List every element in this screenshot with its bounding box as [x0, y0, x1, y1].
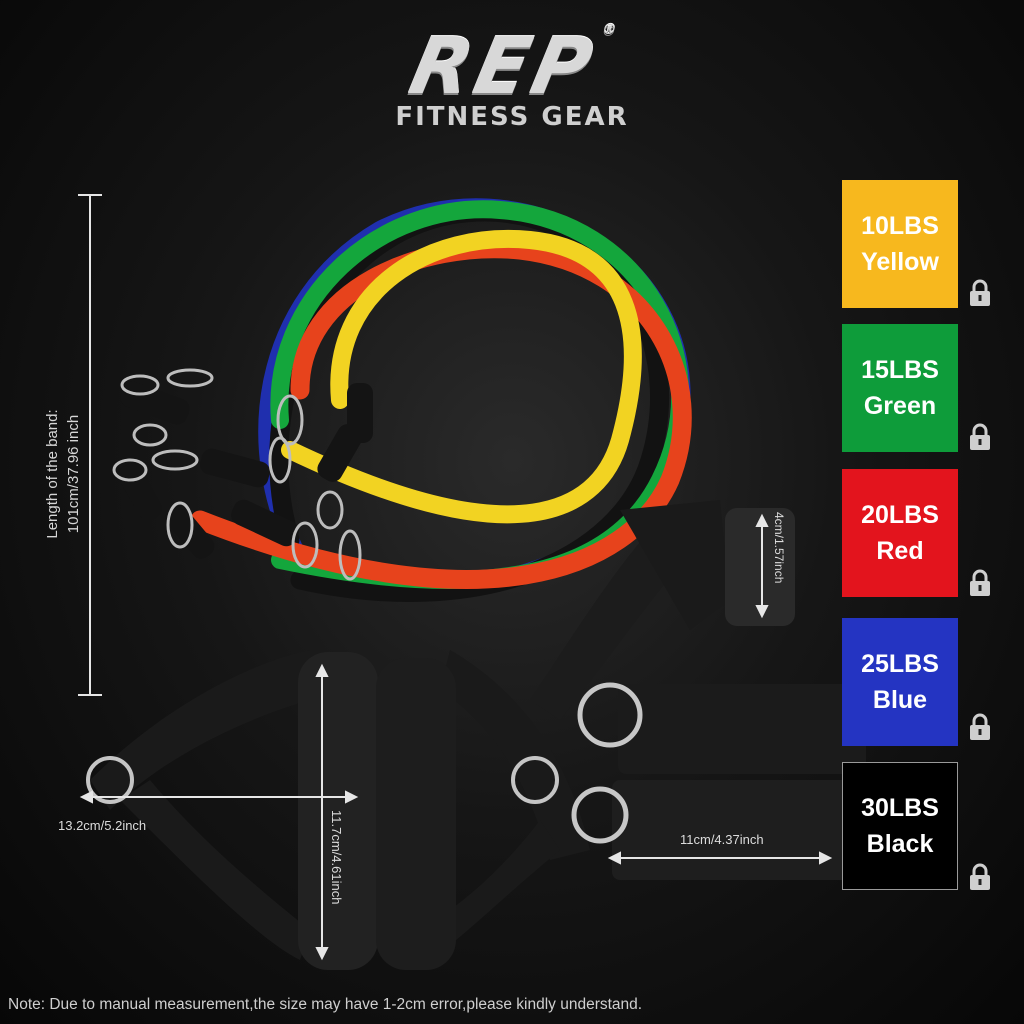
band-weight: 20LBS: [861, 501, 939, 529]
band-weight: 25LBS: [861, 650, 939, 678]
band-weight: 15LBS: [861, 356, 939, 384]
brand-tagline: FITNESS GEAR: [395, 102, 629, 132]
band-swatch-yellow: 10LBS Yellow: [842, 180, 958, 308]
measurement-note: Note: Due to manual measurement,the size…: [8, 996, 643, 1013]
band-length-value: 101cm/37.96 inch: [65, 414, 82, 534]
handle-width-label: 13.2cm/5.2inch: [58, 818, 147, 833]
measurement-lines: [78, 194, 833, 961]
handle-length-label: 11.7cm/4.61inch: [329, 810, 344, 905]
band-color-name: Yellow: [861, 248, 939, 276]
band-color-name: Black: [866, 830, 934, 858]
lock-icon: [970, 423, 990, 450]
brand-logo-text: REP: [402, 22, 604, 112]
band-swatch-black: 30LBS Black: [842, 762, 958, 890]
band-swatch-green: 15LBS Green: [842, 324, 958, 452]
yellow-band: [281, 230, 642, 524]
anchor-width-label: 4cm/1.57inch: [772, 512, 786, 584]
foam-handles: [86, 650, 590, 970]
lock-icon: [970, 863, 990, 890]
lock-icon: [970, 569, 990, 596]
registered-mark: ®: [600, 22, 622, 38]
band-length-title: Length of the band:: [44, 409, 61, 539]
band-swatch-blue: 25LBS Blue: [842, 618, 958, 746]
lock-icon: [970, 713, 990, 740]
band-length-label: Length of the band: 101cm/37.96 inch: [42, 324, 84, 624]
band-loops: [190, 198, 692, 602]
band-weight: 10LBS: [861, 212, 939, 240]
strap-width-label: 11cm/4.37inch: [680, 832, 764, 847]
band-swatch-red: 20LBS Red: [842, 469, 958, 597]
ankle-straps: [571, 682, 866, 880]
band-color-name: Green: [863, 392, 937, 420]
band-color-name: Red: [876, 537, 924, 565]
lock-icon: [970, 279, 990, 306]
band-weight: 30LBS: [861, 794, 939, 822]
door-anchor: [530, 500, 795, 720]
band-color-name: Blue: [872, 686, 928, 714]
carabiner-clips: [112, 368, 362, 581]
band-sleeves: [118, 381, 373, 559]
brand-logo: REP®: [0, 22, 1024, 112]
